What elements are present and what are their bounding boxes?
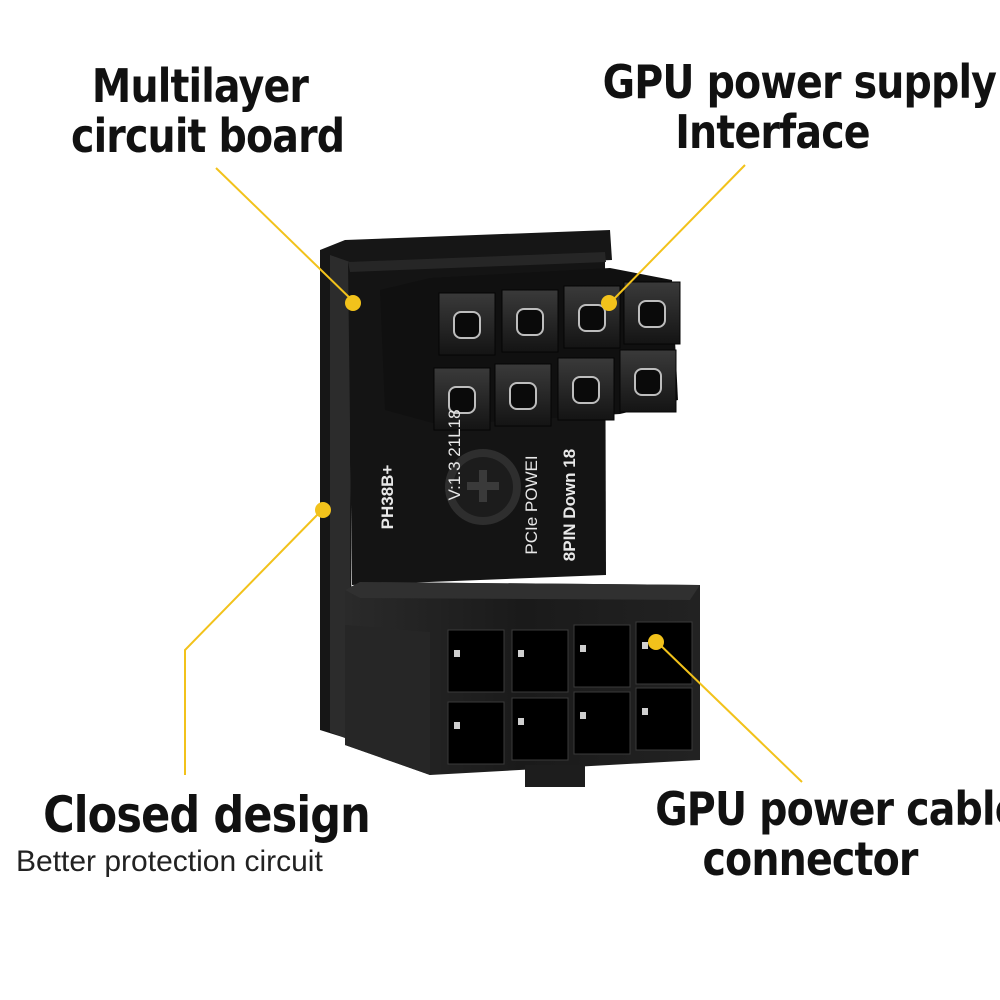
connector-cell bbox=[573, 624, 631, 688]
pcb-model-text: PH38B+ bbox=[378, 464, 397, 530]
label-gpu-power-supply-interface: GPU power supply Interface bbox=[602, 55, 997, 159]
connector-pin bbox=[454, 650, 460, 657]
label-better-protection-circuit: Better protection circuit bbox=[16, 845, 323, 878]
label-gpu-cable-line2: connector bbox=[702, 831, 918, 886]
top-pin bbox=[494, 363, 552, 427]
connector-pin bbox=[580, 712, 586, 719]
leader-dots bbox=[315, 295, 664, 650]
label-gpu-cable-line1: GPU power cable bbox=[655, 782, 1000, 836]
pcb-pin-text: 8PIN Down 18 bbox=[560, 448, 579, 562]
connector-cell bbox=[573, 691, 631, 755]
top-pin bbox=[557, 357, 615, 421]
top-pin bbox=[619, 349, 677, 413]
connector-pin bbox=[518, 650, 524, 657]
top-pin bbox=[438, 292, 496, 356]
connector-pin bbox=[518, 718, 524, 725]
label-gpu-interface-line2: Interface bbox=[675, 104, 870, 159]
label-multilayer-line1: Multilayer bbox=[91, 59, 309, 113]
connector-pin bbox=[580, 645, 586, 652]
label-gpu-power-cable-connector: GPU power cable connector bbox=[655, 782, 1000, 886]
connector-pin bbox=[642, 708, 648, 715]
top-connector bbox=[380, 268, 681, 431]
top-pin bbox=[433, 367, 491, 431]
leader-lines bbox=[184, 164, 803, 783]
top-pin bbox=[563, 285, 621, 349]
pcb-version-text: V:1.3 21L18 bbox=[445, 409, 464, 501]
label-multilayer-circuit-board: Multilayer circuit board bbox=[71, 59, 345, 163]
connector-cell bbox=[447, 701, 505, 765]
connector-cell bbox=[511, 629, 569, 693]
connector-pin bbox=[642, 642, 648, 649]
pcb-pcie-text: PCIe POWEI bbox=[522, 455, 541, 555]
connector-cell bbox=[447, 629, 505, 693]
connector-pin bbox=[454, 722, 460, 729]
connector-cell bbox=[511, 697, 569, 761]
bottom-connector bbox=[345, 582, 700, 787]
top-pin bbox=[501, 289, 559, 353]
screw bbox=[445, 449, 521, 525]
top-pin bbox=[623, 281, 681, 345]
label-closed-design: Closed design bbox=[43, 786, 371, 844]
label-gpu-interface-line1: GPU power supply bbox=[602, 55, 997, 109]
connector-cell bbox=[635, 621, 693, 685]
label-multilayer-line2: circuit board bbox=[71, 108, 345, 163]
connector-cell bbox=[635, 687, 693, 751]
